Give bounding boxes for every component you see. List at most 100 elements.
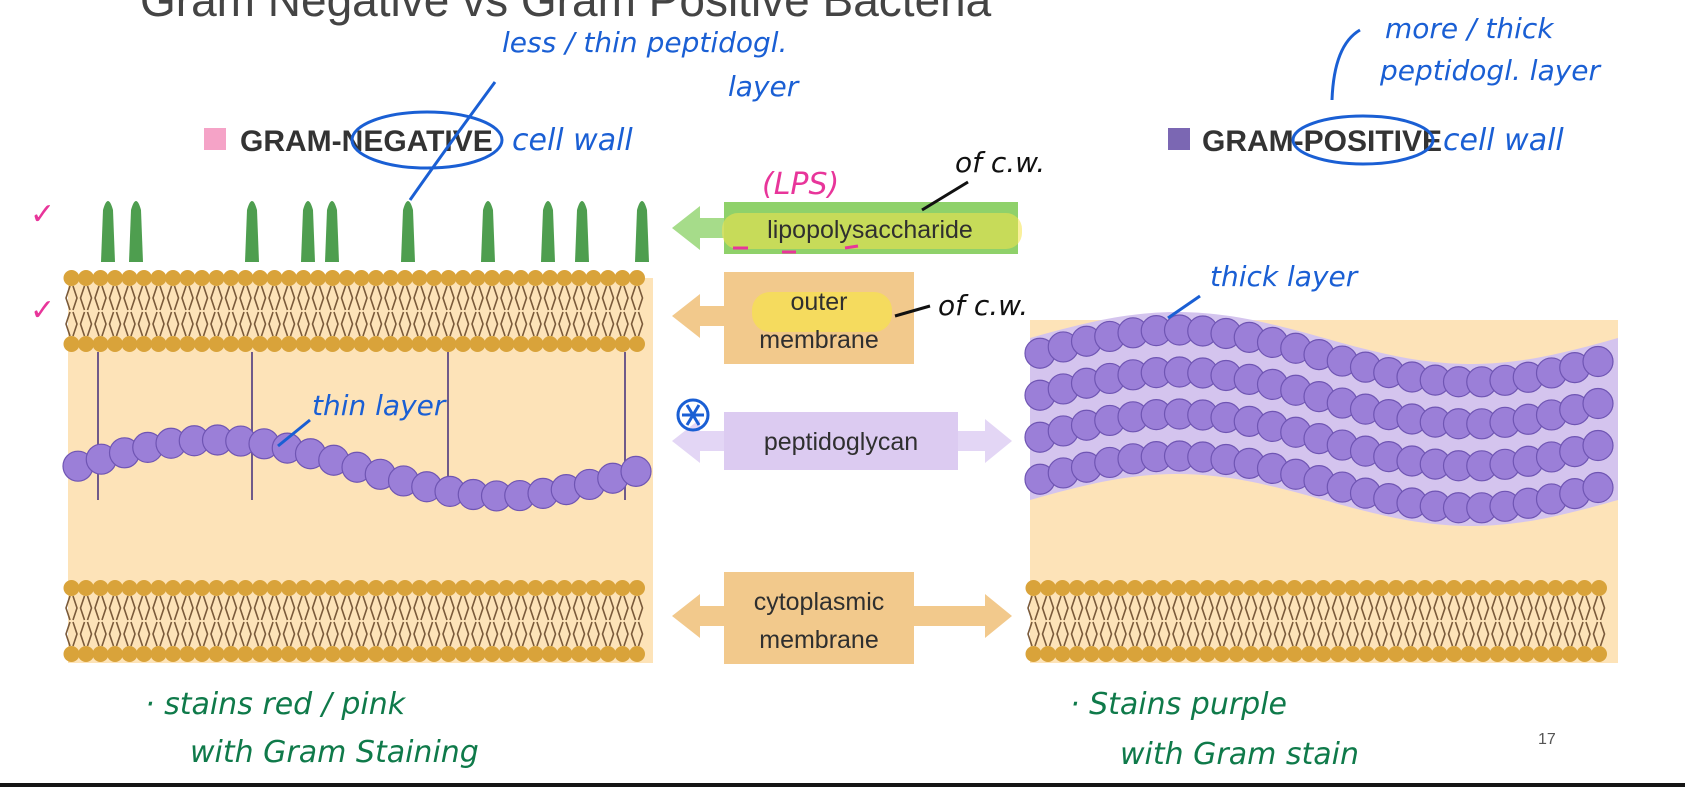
lipid-tail-top [1215, 595, 1229, 621]
lipid-head [1170, 646, 1187, 662]
lipid-head [1301, 646, 1317, 662]
more-thick-annotation-line1: more / thick [1385, 12, 1555, 45]
lipid-tail-bottom [224, 621, 238, 647]
lipid-head [223, 336, 239, 352]
lipid-tail-bottom [181, 311, 194, 337]
lipid-head [527, 646, 544, 662]
lipid-head [107, 580, 123, 596]
negative-circle-annotation [350, 110, 504, 170]
more-thick-bracket [1330, 28, 1361, 101]
lipid-head [63, 646, 80, 662]
gram-positive-word: POSITIVE [1304, 125, 1442, 158]
lipid-head [223, 646, 239, 662]
lipid-head [310, 270, 326, 286]
asterisk-circle-annotation [676, 398, 710, 432]
lipid-tail-top [311, 595, 325, 621]
lipid-tail-top [181, 595, 194, 621]
lipid-tail-top [239, 285, 252, 311]
lipid-head [324, 336, 341, 352]
legend-gram-positive: GRAM-POSITIVE cell wall [1168, 114, 1564, 166]
lipid-head [1272, 646, 1288, 662]
lipid-head [295, 270, 312, 286]
lipid-head [426, 646, 442, 662]
lipid-tail-bottom [195, 621, 209, 647]
thin-layer-pointer-line [277, 418, 311, 448]
lipid-head [484, 270, 500, 286]
lipid-head [1199, 646, 1216, 662]
lipid-tail-bottom [268, 621, 281, 647]
lipid-tail-top [210, 285, 223, 311]
lipid-tail-top [427, 595, 441, 621]
lipid-tail-top [253, 595, 267, 621]
lipid-head [136, 270, 152, 286]
lipid-tail-top [65, 285, 78, 311]
lipid-head [411, 580, 428, 596]
lipid-tail-top [1186, 595, 1200, 621]
lipid-tail-top [572, 595, 586, 621]
lipid-tail-top [1360, 595, 1374, 621]
lipid-tail-top [355, 285, 368, 311]
lipid-head [1112, 580, 1129, 596]
thick-layer-pointer-line [1167, 294, 1201, 320]
lipid-tail-top [543, 595, 557, 621]
lipid-head [107, 336, 123, 352]
lipid-tail-top [630, 595, 644, 621]
lipid-head [223, 270, 239, 286]
lipid-head [542, 580, 558, 596]
lipid-head [1504, 580, 1520, 596]
lipid-head [1330, 580, 1346, 596]
lipid-head [585, 646, 602, 662]
lipid-head [600, 580, 616, 596]
lipid-tail-top [152, 595, 165, 621]
lipid-head [194, 270, 210, 286]
lipid-head [600, 336, 616, 352]
lipid-head [426, 270, 442, 286]
lipid-head [339, 336, 355, 352]
lipid-head [1576, 646, 1593, 662]
lipid-head [368, 270, 384, 286]
lipid-head [252, 646, 268, 662]
lipid-head [368, 646, 384, 662]
lipid-tail-bottom [282, 621, 296, 647]
lipid-tail-bottom [181, 621, 194, 647]
lipid-tail-bottom [1346, 621, 1359, 647]
lipid-head [1040, 646, 1056, 662]
lipid-tail-top [485, 595, 499, 621]
lipid-tail-bottom [529, 311, 542, 337]
lipid-head [121, 646, 138, 662]
lipid-head [484, 646, 500, 662]
lipid-tail-bottom [94, 311, 107, 337]
lipid-head [1417, 646, 1433, 662]
lipid-head [1330, 646, 1346, 662]
lipid-tail-bottom [123, 311, 136, 337]
lipid-tail-bottom [1389, 621, 1403, 647]
lipid-head [585, 580, 602, 596]
lipid-head [179, 336, 196, 352]
lipid-tail-top [601, 285, 615, 311]
lipid-head [78, 580, 94, 596]
thick-peptidoglycan-layer [1024, 314, 1614, 524]
lipid-head [1359, 646, 1375, 662]
lipid-head [121, 270, 138, 286]
lipid-tail-bottom [485, 311, 499, 337]
lipid-tail-bottom [1041, 621, 1055, 647]
lipid-tail-top [123, 595, 136, 621]
lipid-head [455, 336, 471, 352]
lipid-tail-top [224, 285, 238, 311]
lipid-head [353, 336, 370, 352]
lipid-head [78, 646, 94, 662]
lipid-tail-top [529, 285, 542, 311]
lps-stalk [101, 201, 115, 262]
lipid-tail-top [572, 285, 586, 311]
lipid-tail-bottom [456, 621, 470, 647]
lipid-head [353, 270, 370, 286]
lipid-tail-bottom [384, 311, 397, 337]
lipid-head [121, 580, 138, 596]
lipid-head [1098, 580, 1114, 596]
lipid-tail-top [1563, 595, 1577, 621]
less-thin-pointer-line [408, 81, 497, 201]
lipid-head [556, 336, 573, 352]
lipid-tail-top [1273, 595, 1287, 621]
lipid-tail-top [485, 285, 499, 311]
